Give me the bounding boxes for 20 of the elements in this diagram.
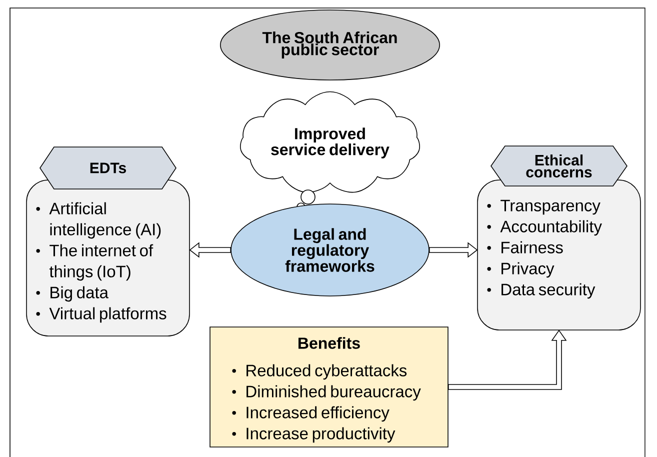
thought-cloud: Improved service delivery — [240, 91, 420, 212]
node-label: Accountability — [500, 220, 602, 236]
node-label: The internet of things (IoT) — [49, 244, 154, 281]
node-label: Privacy — [502, 262, 554, 278]
hexagon-header: Ethical concerns — [490, 146, 628, 186]
node-label: Transparency — [500, 200, 600, 215]
node-label: Virtual platforms — [49, 307, 166, 323]
hollow-arrow — [448, 330, 567, 390]
rounded-list-box: Transparency Accountability Fairness Privacy Data security — [477, 180, 641, 330]
node-label: Fairness — [502, 241, 563, 254]
benefits-box: Benefits Reduced cyberattacks Diminished bureaucracy Increased efficiency Increase productivity — [210, 326, 448, 448]
ellipse-node: Legal and regulatory frameworks — [230, 204, 430, 296]
hexagon-header: EDTs — [40, 146, 176, 190]
hollow-arrow — [189, 242, 232, 258]
node-label: Big data — [50, 286, 108, 302]
node-label: Data security — [502, 283, 596, 299]
ellipse-node: The South African public sector — [220, 10, 440, 80]
node-label: Artificial intelligence (AI) — [49, 202, 161, 239]
hollow-arrow — [429, 242, 478, 258]
rounded-list-box: Artificial intelligence (AI) The internet of things (IoT) Big data Virtual platforms — [26, 180, 190, 336]
